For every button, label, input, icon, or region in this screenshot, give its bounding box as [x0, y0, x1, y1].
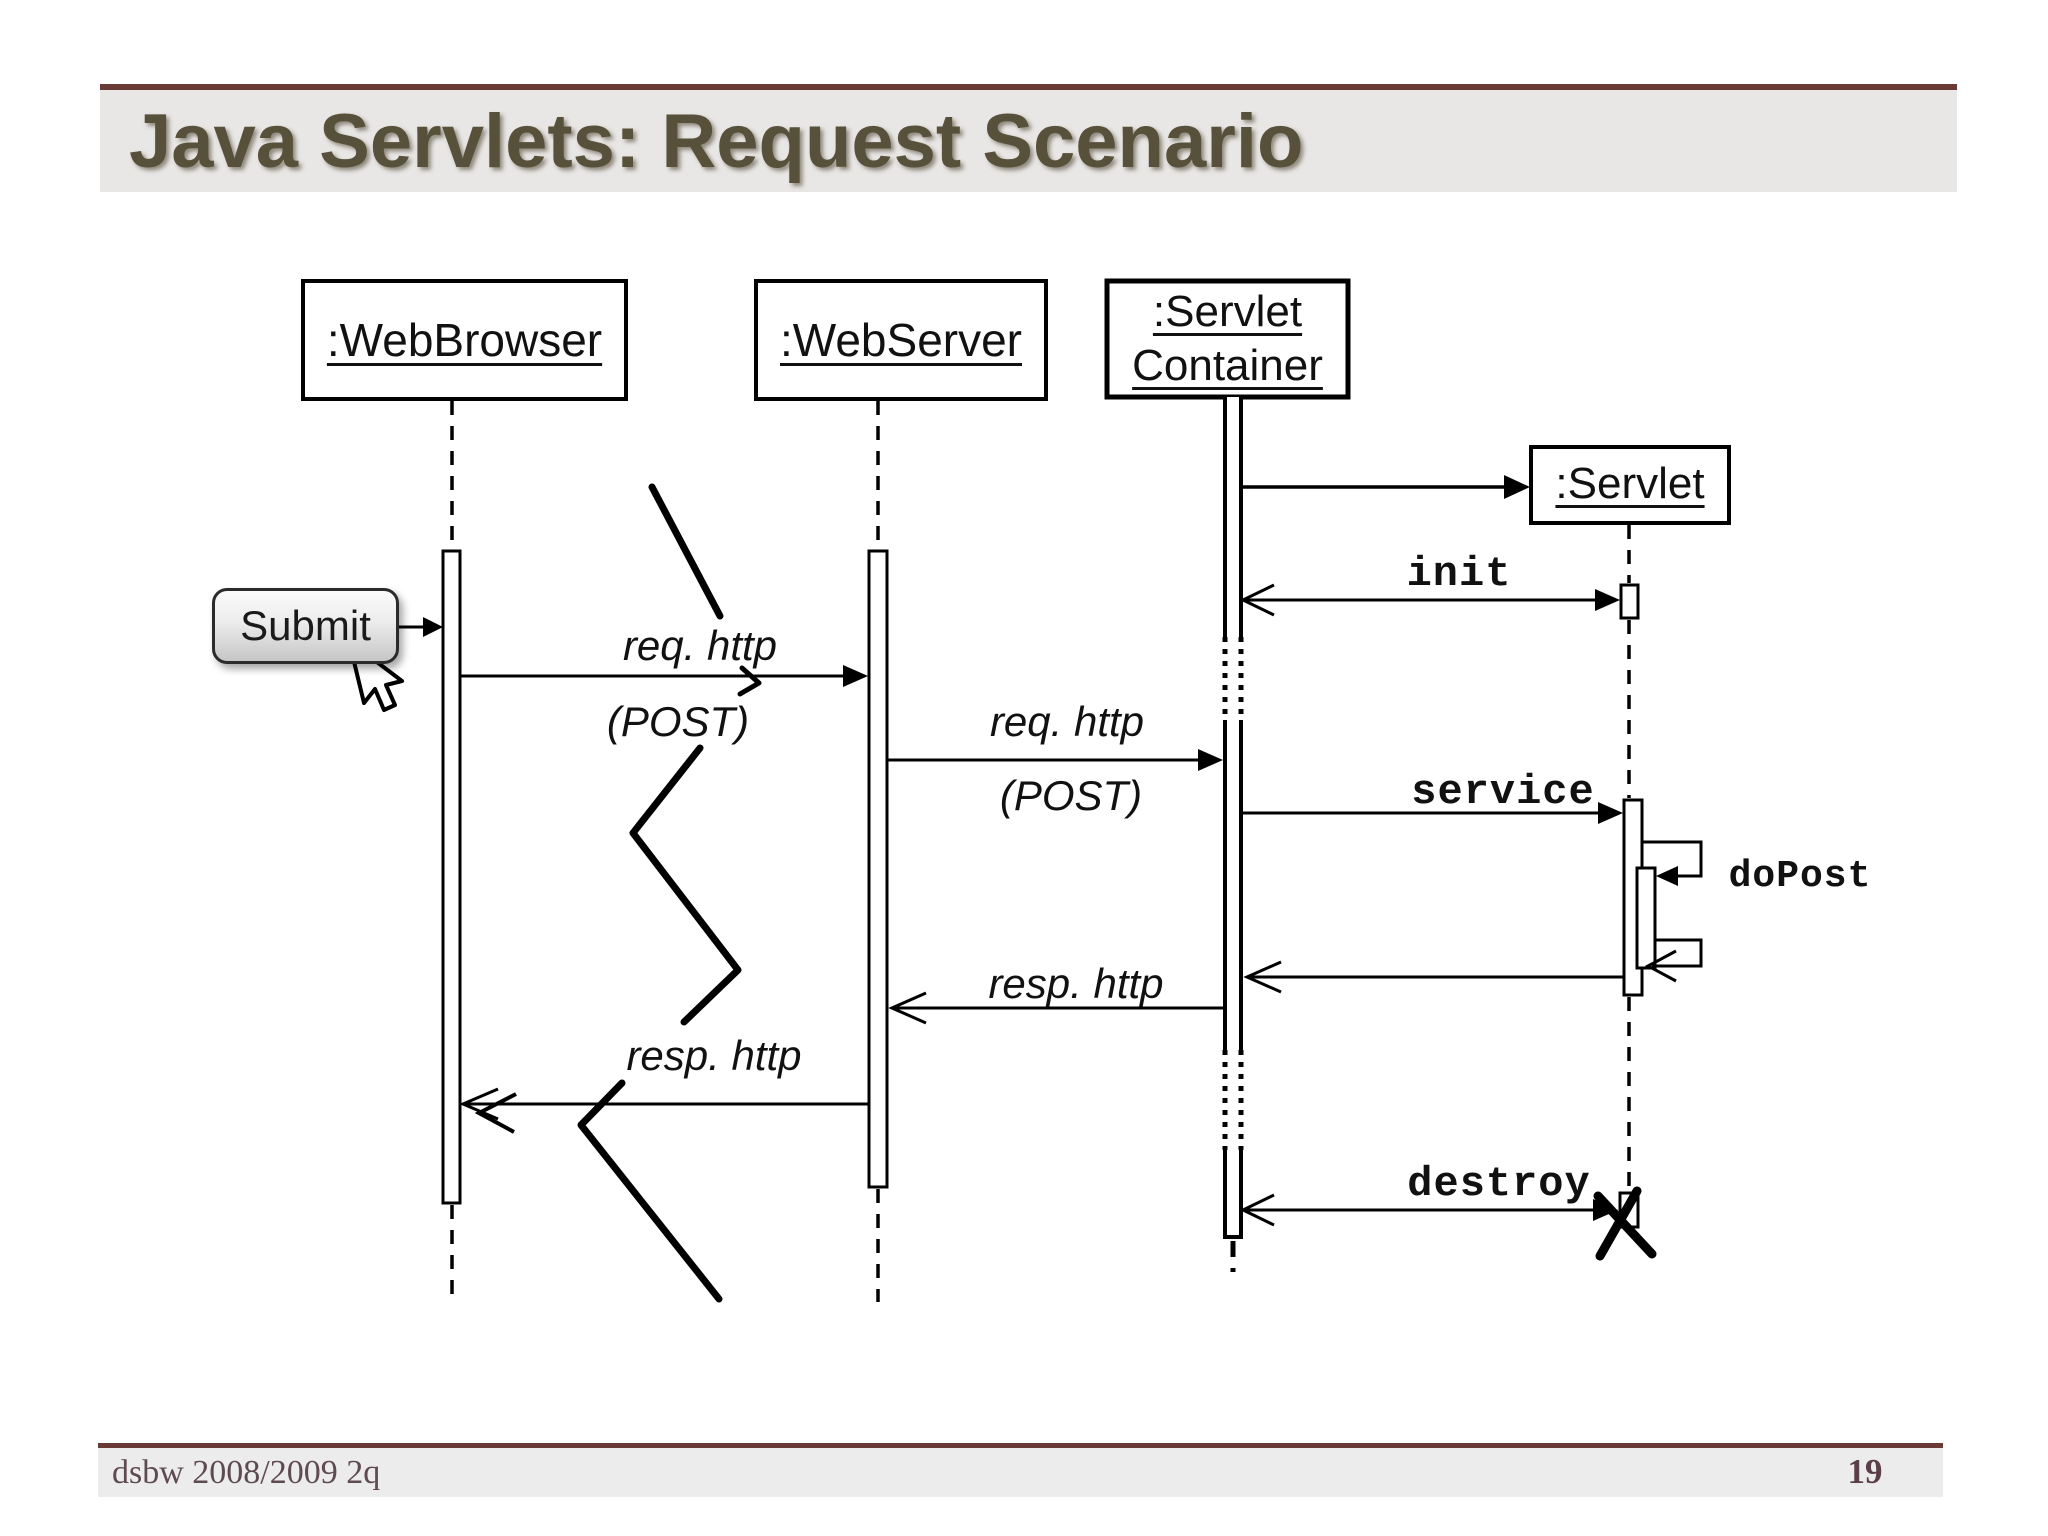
webserver-box: [754, 279, 1048, 401]
submit-button-label: Submit: [240, 602, 371, 649]
req-http-arrow-browser-to-server: [461, 665, 868, 687]
message-label-req-http-2: req. http: [989, 698, 1145, 745]
resp-http-arrow-server-to-browser: [459, 1087, 868, 1134]
servletcontainer-activation: [1222, 397, 1244, 1239]
submit-button[interactable]: Submit: [212, 588, 399, 664]
footer-page-number: 19: [1847, 1452, 1883, 1491]
page-title: Java Servlets: Request Scenario: [129, 98, 1304, 184]
lifeline-webserver-label: :WebServer: [779, 313, 1023, 366]
message-label-post-2: (POST): [999, 772, 1143, 819]
message-label-resp-http-to-server: resp. http: [988, 960, 1164, 1007]
footer-course-label: dsbw 2008/2009 2q: [112, 1454, 381, 1491]
create-servlet-arrow: [1243, 475, 1530, 499]
destroy-x-icon: [1593, 1186, 1657, 1261]
service-return-arrow: [1243, 960, 1624, 994]
title-band: Java Servlets: Request Scenario: [100, 90, 1957, 192]
service-arrow: [1243, 802, 1623, 824]
lifeline-webbrowser-label: :WebBrowser: [326, 313, 603, 366]
servlet-init-activation: [1619, 583, 1640, 620]
webbrowser-box: [301, 279, 628, 401]
message-label-post-1: (POST): [606, 698, 750, 745]
freehand-zigzag-marks: [577, 483, 762, 1303]
message-label-dopost: doPost: [1728, 855, 1872, 898]
message-label-init: init: [1406, 550, 1512, 598]
dopost-self-call-arrow: [1643, 840, 1703, 983]
webbrowser-activation: [441, 549, 462, 1205]
resp-http-arrow-container-to-server: [888, 991, 1223, 1025]
footer-rule: [98, 1443, 1943, 1448]
message-label-req-http-1: req. http: [622, 622, 778, 669]
servletcontainer-box: [1104, 278, 1351, 400]
servlet-box: [1529, 445, 1731, 525]
title-top-rule: [100, 84, 1957, 90]
submit-arrow: [397, 617, 443, 637]
lifeline-servletcontainer-label: :Servlet Container: [1132, 287, 1323, 390]
lifeline-servlet-label: :Servlet: [1555, 459, 1705, 509]
footer-band: [98, 1448, 1943, 1497]
init-arrow: [1239, 583, 1620, 617]
message-label-service: service: [1411, 768, 1595, 816]
req-http-arrow-server-to-container: [888, 749, 1223, 771]
webserver-activation: [867, 549, 889, 1189]
message-label-resp-http-to-browser: resp. http: [626, 1032, 802, 1079]
servlet-dopost-activation: [1635, 866, 1657, 970]
message-label-destroy: destroy: [1407, 1160, 1591, 1208]
